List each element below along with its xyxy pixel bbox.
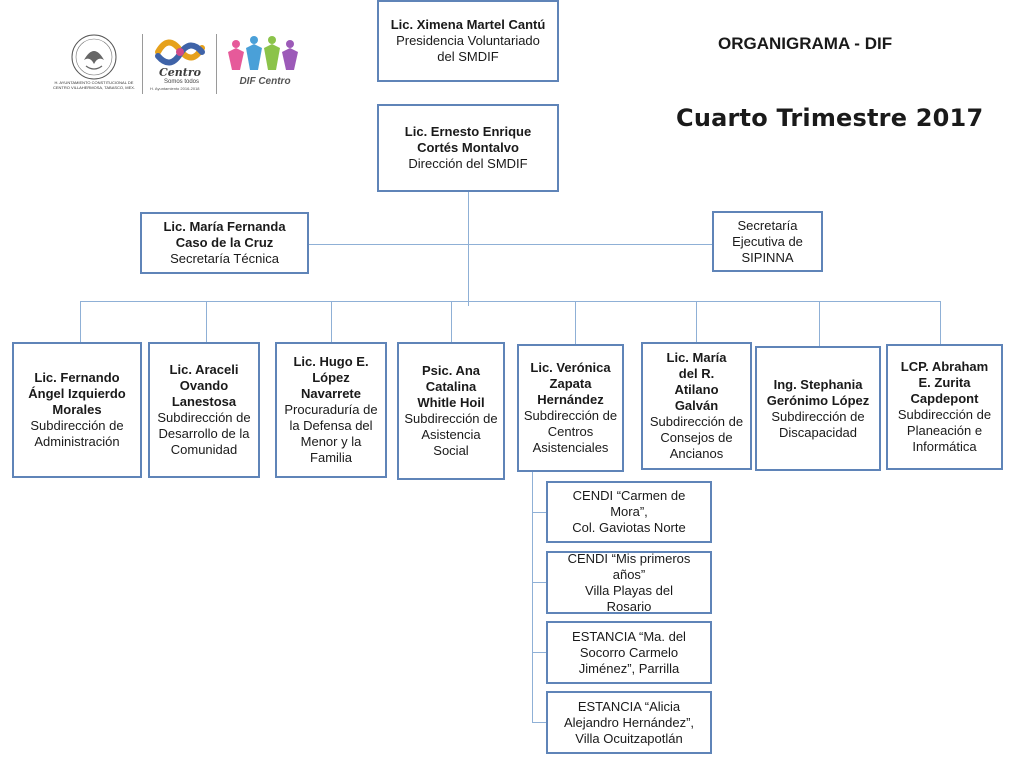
dif-centro-logo-name: DIF Centro (239, 76, 291, 87)
person-name: Lic. Fernando Ángel Izquierdo Morales (28, 370, 126, 417)
subdireccion-box: Psic. Ana Catalina Whitle Hoil Subdirecc… (397, 342, 505, 480)
connector-line (940, 301, 941, 345)
position-title: Subdirección de Administración (30, 418, 124, 449)
centro-logo-name: Centro (159, 66, 201, 79)
position-title: Secretaría Ejecutiva de SIPINNA (732, 217, 803, 265)
person-name: Lic. Ernesto Enrique Cortés Montalvo (404, 124, 532, 155)
position-title: Presidencia Voluntariado del SMDIF (396, 33, 540, 64)
connector-line (80, 301, 941, 302)
centro-name: ESTANCIA “Alicia Alejandro Hernández”, (563, 698, 695, 730)
position-title: Subdirección de Planeación e Informática (897, 407, 992, 454)
subdireccion-box: Lic. Araceli Ovando Lanestosa Subdirecci… (148, 342, 260, 478)
connector-line (532, 652, 547, 653)
connector-line (575, 301, 576, 345)
connector-line (696, 301, 697, 343)
centro-box: CENDI “Carmen de Mora”, Col. Gaviotas No… (546, 481, 712, 543)
centro-box: ESTANCIA “Alicia Alejandro Hernández”, V… (546, 691, 712, 754)
connector-line (451, 301, 452, 343)
person-name: Lic. María Fernanda Caso de la Cruz (163, 219, 286, 250)
seal-caption: H. AYUNTAMIENTO CONSTITUCIONAL DE CENTRO… (52, 80, 136, 90)
connector-line (532, 582, 547, 583)
logo-separator (142, 34, 143, 94)
position-title: Subdirección de Desarrollo de la Comunid… (157, 410, 251, 457)
connector-line (80, 301, 81, 343)
position-title: Subdirección de Centros Asistenciales (523, 408, 618, 455)
centro-logo-subtagline: H. Ayuntamiento 2016-2018 (150, 86, 200, 91)
centro-location: Villa Playas del Rosario (585, 582, 673, 614)
connector-line (468, 191, 469, 306)
centro-logo-icon (150, 30, 210, 74)
person-name: Lic. Hugo E. López Navarrete (293, 354, 369, 401)
subdireccion-box: Lic. Hugo E. López Navarrete Procuradurí… (275, 342, 387, 478)
person-name: Lic. María del R. Atilano Galván (666, 350, 727, 413)
connector-line (532, 722, 547, 723)
subdireccion-box: Ing. Stephania Gerónimo López Subdirecci… (755, 346, 881, 471)
subdireccion-box: Lic. Verónica Zapata Hernández Subdirecc… (517, 344, 624, 472)
connector-line (532, 512, 547, 513)
position-title: Subdirección de Consejos de Ancianos (649, 414, 744, 461)
subdireccion-box: Lic. Fernando Ángel Izquierdo Morales Su… (12, 342, 142, 478)
subdireccion-box: Lic. María del R. Atilano Galván Subdire… (641, 342, 752, 470)
position-title: Subdirección de Discapacidad (771, 408, 865, 440)
position-title: Dirección del SMDIF (408, 156, 528, 171)
person-name: Ing. Stephania Gerónimo López (766, 376, 870, 408)
connector-line (819, 301, 820, 347)
centro-box: ESTANCIA “Ma. del Socorro Carmelo Jiméne… (546, 621, 712, 684)
person-name: Lic. Ximena Martel Cantú (390, 17, 546, 32)
centro-name: ESTANCIA “Ma. del Socorro Carmelo Jiméne… (572, 628, 686, 676)
person-name: Lic. Araceli Ovando Lanestosa (169, 362, 239, 409)
connector-line (206, 301, 207, 343)
centro-box: CENDI “Mis primeros años” Villa Playas d… (546, 551, 712, 614)
period-title: Cuarto Trimestre 2017 (676, 104, 984, 132)
secretaria-sipinna-box: Secretaría Ejecutiva de SIPINNA (712, 211, 823, 272)
presidencia-box: Lic. Ximena Martel Cantú Presidencia Vol… (377, 0, 559, 82)
connector-line (308, 244, 713, 245)
page-title: ORGANIGRAMA - DIF (718, 34, 893, 53)
centro-location: Villa Ocuitzapotlán (575, 730, 683, 746)
centro-name: CENDI “Carmen de Mora”, (572, 488, 686, 519)
person-name: Lic. Verónica Zapata Hernández (530, 360, 611, 407)
person-name: Psic. Ana Catalina Whitle Hoil (417, 363, 485, 410)
position-title: Subdirección de Asistencia Social (404, 411, 498, 458)
centro-location: Col. Gaviotas Norte (572, 520, 686, 535)
centro-name: CENDI “Mis primeros años” (567, 550, 691, 582)
mexican-coat-of-arms-seal-icon (50, 30, 138, 94)
position-title: Procuraduría de la Defensa del Menor y l… (284, 402, 378, 465)
direccion-box: Lic. Ernesto Enrique Cortés Montalvo Dir… (377, 104, 559, 192)
connector-line (532, 471, 533, 723)
position-title: Secretaría Técnica (170, 251, 279, 266)
centro-logo-tagline: Somos todos (164, 79, 200, 85)
dif-centro-logo-icon (222, 30, 304, 80)
logo-separator (216, 34, 217, 94)
connector-line (331, 301, 332, 343)
person-name: LCP. Abraham E. Zurita Capdepont (900, 359, 989, 406)
subdireccion-box: LCP. Abraham E. Zurita Capdepont Subdire… (886, 344, 1003, 470)
secretaria-tecnica-box: Lic. María Fernanda Caso de la Cruz Secr… (140, 212, 309, 274)
